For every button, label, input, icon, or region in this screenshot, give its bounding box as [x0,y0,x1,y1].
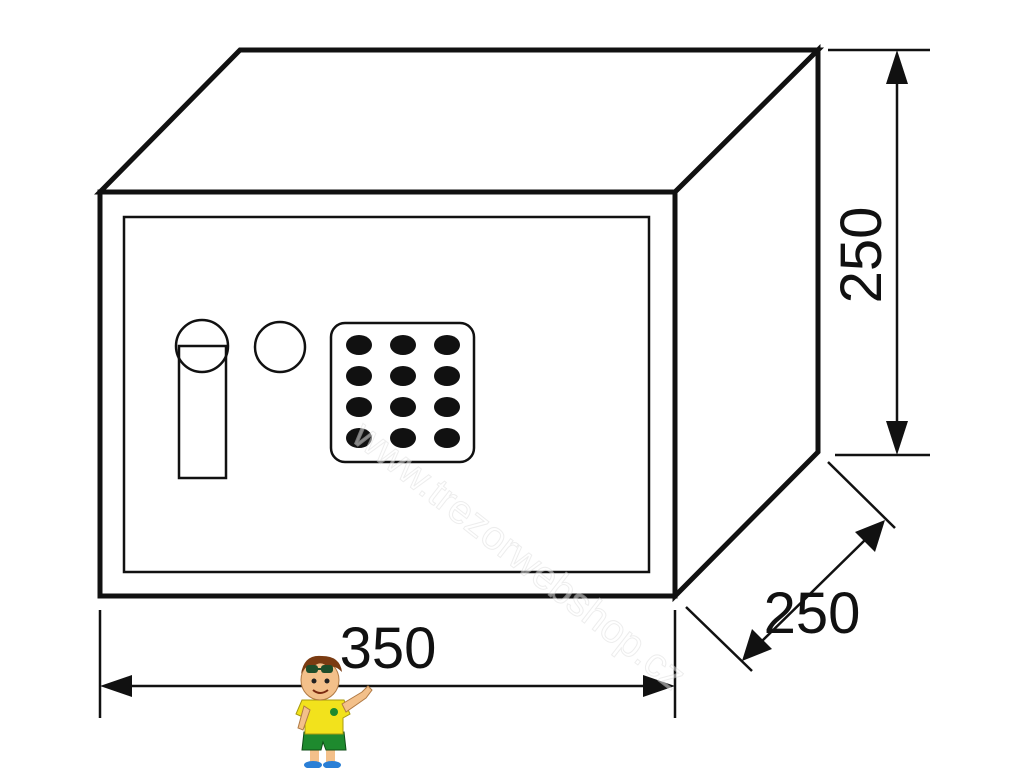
keypad-key [346,428,372,448]
handle-knob [174,318,230,374]
width-label: 350 [340,616,437,681]
keypad-key [390,397,416,417]
keypad-keys [346,335,460,448]
keypad-key [346,366,372,386]
keypad-key [346,397,372,417]
safe-keypad [329,321,476,464]
keypad-key [390,335,416,355]
keypad-key [434,335,460,355]
keypad-key [390,428,416,448]
keypad-key [390,366,416,386]
safe-door-panel [122,215,651,574]
depth-extension-bottom [685,606,753,672]
height-label: 250 [829,207,894,304]
width-dimension: 350 [98,610,677,718]
depth-arrow-top [855,520,885,552]
width-arrow-left [100,675,132,697]
cartoon-boy-mascot [295,655,373,768]
keypad-frame [329,321,476,464]
depth-extension-top [827,461,896,529]
safe-front-face [97,189,678,599]
width-arrow-right [643,675,675,697]
depth-label: 250 [764,581,861,646]
depth-arrow-bottom [742,629,772,661]
height-arrow-top [886,50,908,84]
keypad-key [434,366,460,386]
keypad-key [434,428,460,448]
keypad-key [434,397,460,417]
height-dimension: 250 [828,48,930,457]
height-arrow-bottom [886,421,908,455]
depth-dimension: 250 [685,461,896,672]
lock-button [253,320,307,374]
safe-box [94,43,825,603]
safe-handle [174,318,307,480]
keypad-key [346,335,372,355]
depth-dimension-line [761,539,866,642]
handle-bar [177,344,228,480]
